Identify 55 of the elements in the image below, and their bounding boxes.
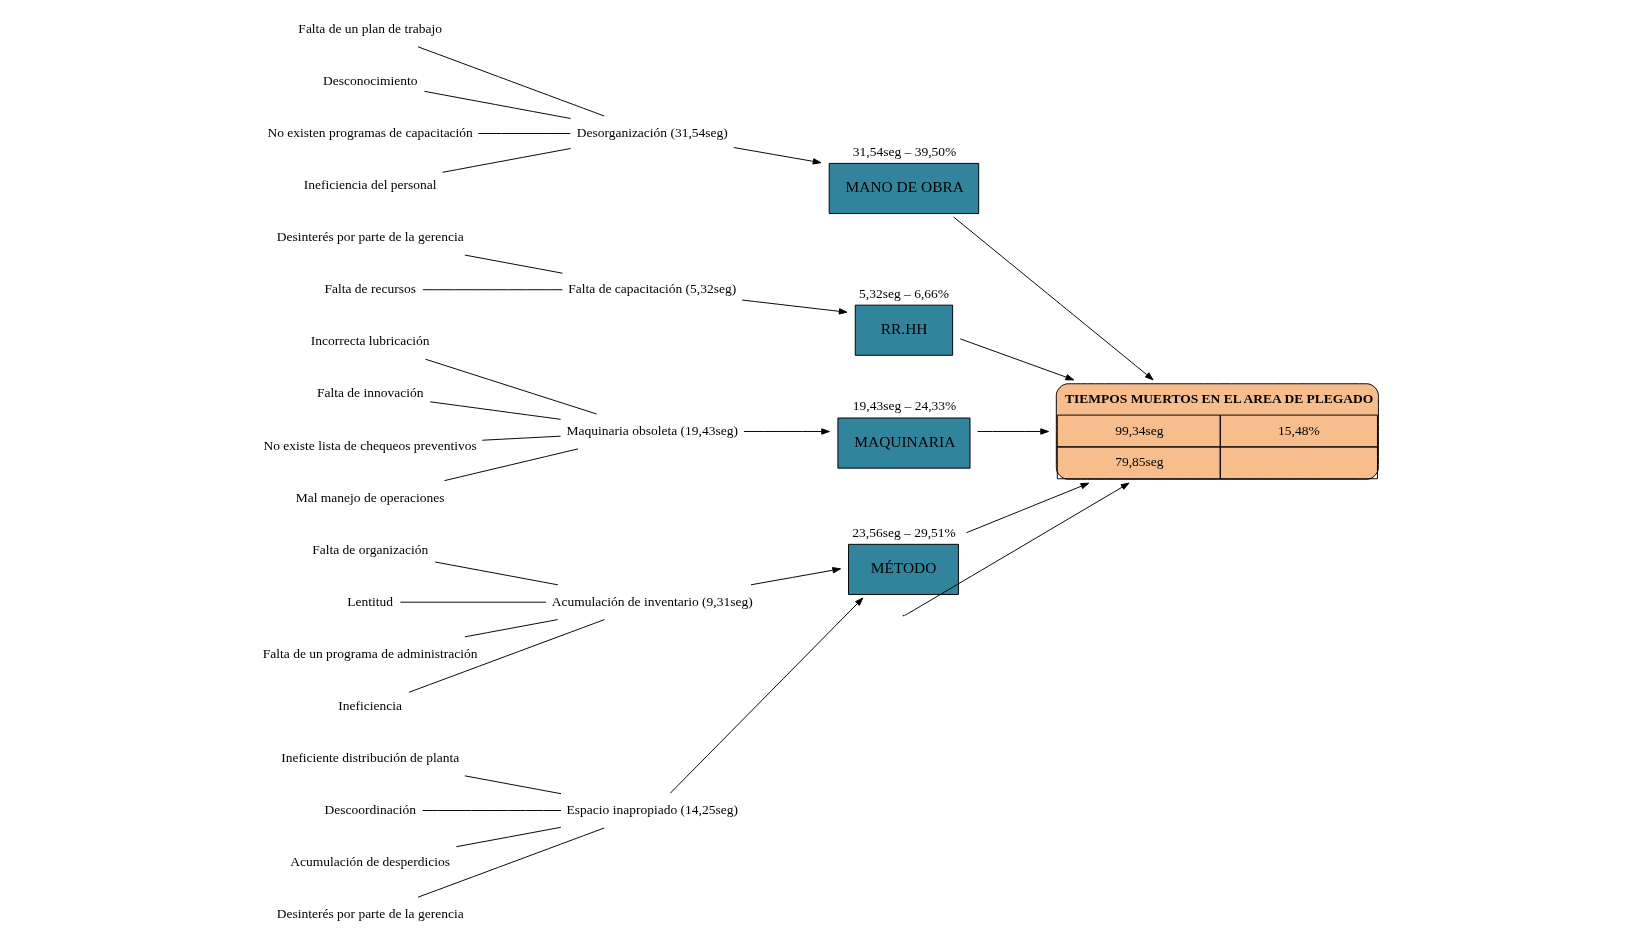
- node-text: Ineficiencia del personal: [303, 177, 437, 193]
- arrow: [741, 299, 847, 315]
- connector: [429, 401, 561, 420]
- connector: [463, 775, 561, 795]
- connector: [424, 358, 597, 415]
- connector: [443, 448, 578, 482]
- node-text: Falta de capacitación (5,32seg): [567, 281, 736, 297]
- connector: [455, 826, 561, 848]
- node-text: No existen programas de capacitación: [266, 125, 473, 141]
- node-text: Descoordinación: [323, 802, 416, 818]
- arrow: [669, 597, 863, 794]
- node-label: 19,43seg – 24,33%: [852, 398, 956, 414]
- arrow: [742, 428, 830, 435]
- node-text: Falta de innovación: [316, 385, 423, 401]
- connector: [481, 435, 561, 441]
- connector: [421, 289, 563, 291]
- node-text: Ineficiente distribución de planta: [280, 749, 459, 765]
- node-text: Desconocimiento: [322, 73, 417, 88]
- connector: [399, 601, 547, 603]
- arrow: [965, 482, 1089, 534]
- connector: [463, 619, 558, 638]
- arrow: [903, 482, 1129, 617]
- node-text: Incorrecta lubricación: [310, 333, 430, 349]
- connector: [407, 619, 605, 693]
- node-label: 5,32seg – 6,66%: [858, 285, 949, 301]
- node-text: Desorganización (31,54seg): [576, 125, 728, 141]
- arrow: [732, 147, 821, 165]
- connector: [421, 810, 562, 811]
- node-text: Lentitud: [346, 593, 393, 609]
- node-text: No existe lista de chequeos preventivos: [263, 437, 477, 453]
- node-text: Desinterés por parte de la gerencia: [276, 229, 464, 245]
- node-label: 31,54seg – 39,50%: [852, 143, 956, 159]
- connector: [477, 133, 571, 134]
- connector: [434, 561, 558, 586]
- connector: [417, 46, 605, 117]
- arrow: [976, 428, 1049, 435]
- connector: [463, 254, 563, 274]
- node-text: Acumulación de inventario (9,31seg): [551, 593, 753, 609]
- node-text: Espacio inapropiado (14,25seg): [566, 802, 738, 818]
- connector: [441, 148, 571, 173]
- node-text: Falta de un programa de administración: [262, 645, 478, 661]
- node-text: Falta de un plan de trabajo: [297, 20, 442, 36]
- connector: [423, 90, 571, 119]
- node-text: Acumulación de desperdicios: [289, 854, 450, 870]
- node-text: Desinterés por parte de la gerencia: [276, 906, 464, 922]
- node-text: Falta de recursos: [323, 281, 416, 297]
- arrow: [952, 216, 1154, 381]
- node-text: Mal manejo de operaciones: [295, 489, 445, 505]
- arrow: [750, 567, 841, 586]
- node-label: 23,56seg – 29,51%: [851, 524, 956, 540]
- node-text: Ineficiencia: [337, 697, 402, 713]
- arrow: [959, 338, 1074, 381]
- connector: [417, 827, 605, 898]
- node-text: Maquinaria obsoleta (19,43seg): [566, 423, 738, 439]
- node-text: Falta de organización: [311, 541, 428, 557]
